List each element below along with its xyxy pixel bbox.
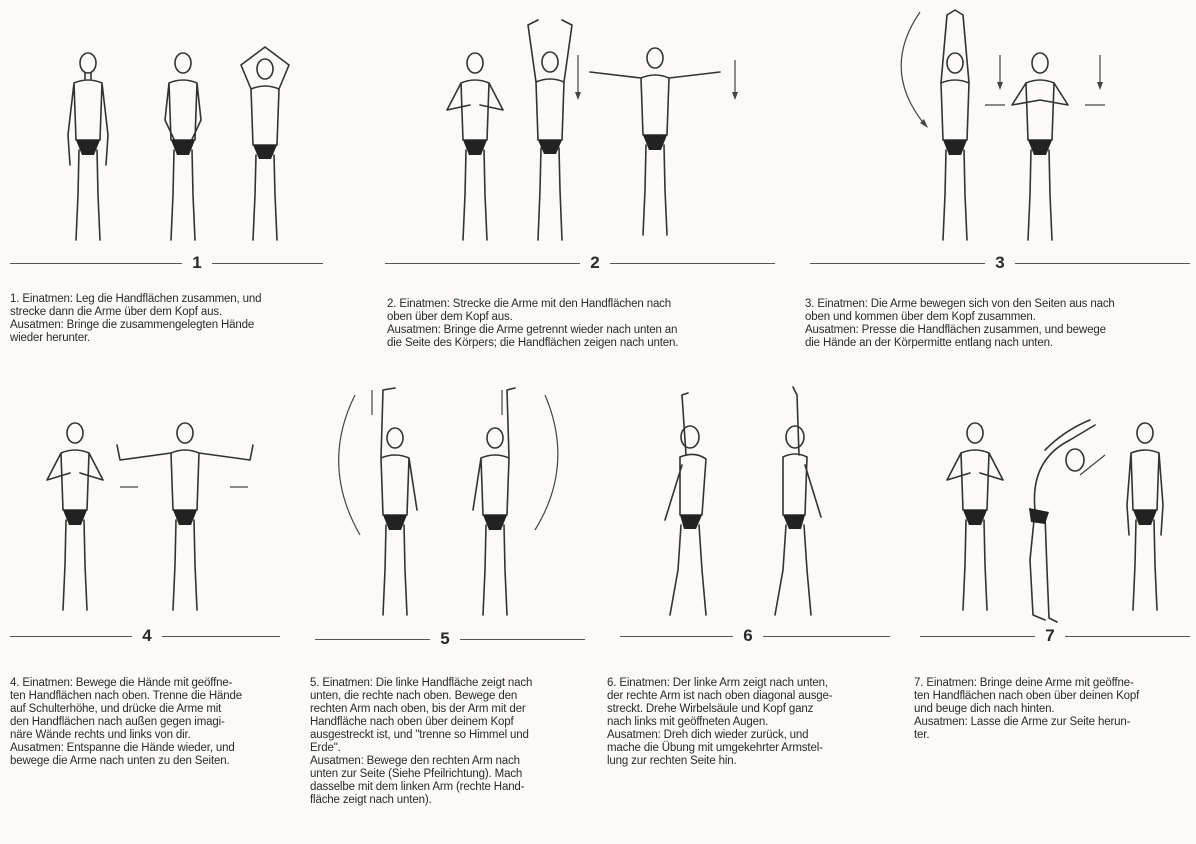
exercise-5: 5 5. Einatmen: Die linke Handfläche zeig… — [300, 375, 600, 844]
exercise-description: 6. Einatmen: Der linke Arm zeigt nach un… — [607, 677, 900, 768]
exercise-7: 7 7. Einatmen: Bringe deine Arme mit geö… — [900, 375, 1196, 844]
exercise-6-illustration — [600, 375, 900, 625]
exercise-4-illustration — [0, 375, 300, 625]
exercise-number: 3 — [985, 254, 1015, 272]
exercise-3: 3 3. Einatmen: Die Arme bewegen sich von… — [800, 0, 1196, 370]
exercise-2: 2 2. Einatmen: Strecke die Arme mit den … — [380, 0, 780, 370]
exercise-description: 2. Einatmen: Strecke die Arme mit den Ha… — [387, 298, 780, 350]
exercise-5-illustration — [300, 375, 600, 625]
exercise-4: 4 4. Einatmen: Bewege die Hände mit geöf… — [0, 375, 300, 844]
exercise-1: 1 1. Einatmen: Leg die Handflächen zusam… — [0, 0, 340, 370]
exercise-description: 5. Einatmen: Die linke Handfläche zeigt … — [310, 677, 600, 807]
exercise-number: 4 — [132, 627, 162, 645]
exercise-number: 6 — [733, 627, 763, 645]
exercise-description: 7. Einatmen: Bringe deine Arme mit geöff… — [914, 677, 1196, 742]
exercise-1-illustration — [0, 0, 340, 250]
exercise-number: 5 — [430, 630, 460, 648]
exercise-number: 2 — [580, 254, 610, 272]
divider-line — [10, 263, 323, 264]
exercise-description: 1. Einatmen: Leg die Handflächen zusamme… — [10, 293, 340, 345]
exercise-number: 7 — [1035, 627, 1065, 645]
exercise-2-illustration — [380, 0, 780, 250]
exercise-3-illustration — [800, 0, 1196, 250]
exercise-description: 3. Einatmen: Die Arme bewegen sich von d… — [805, 298, 1196, 350]
exercise-6: 6 6. Einatmen: Der linke Arm zeigt nach … — [600, 375, 900, 844]
exercise-number: 1 — [182, 254, 212, 272]
exercise-description: 4. Einatmen: Bewege die Hände mit geöffn… — [10, 677, 300, 768]
exercise-7-illustration — [900, 375, 1196, 625]
